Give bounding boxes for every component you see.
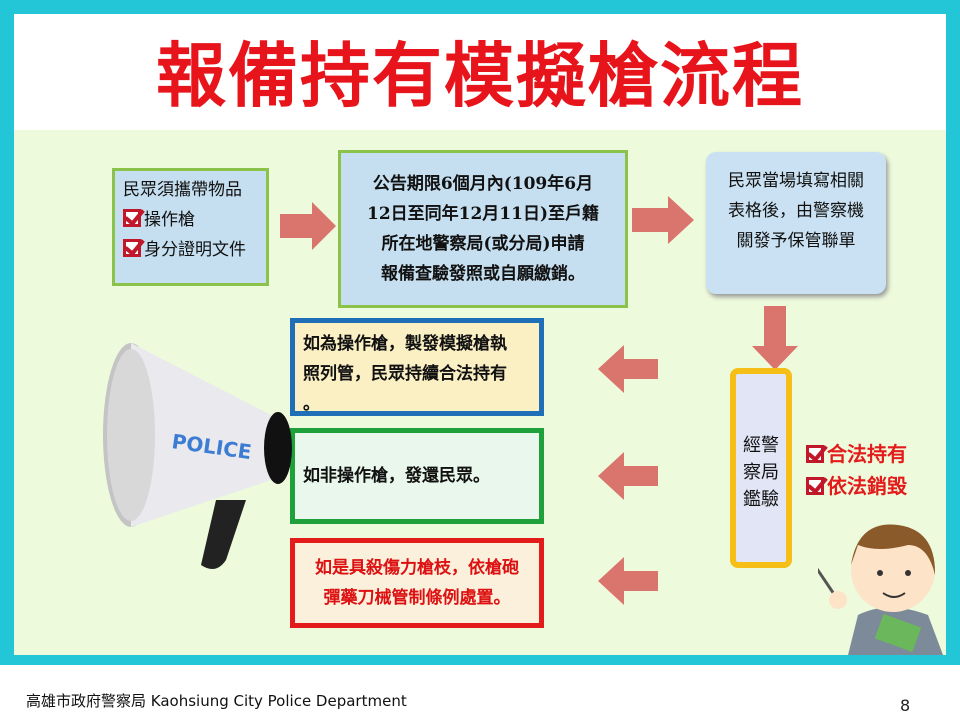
- arrow-left-icon: [598, 452, 658, 500]
- presenter-illustration: [818, 524, 943, 655]
- text-line: 公告期限6個月內(109年6月: [372, 174, 594, 194]
- checkbox-icon: [123, 239, 141, 257]
- text-line: 如非操作槍，發還民眾。: [303, 466, 490, 486]
- receipt-box: 民眾當場填寫相關 表格後，由警察機 關發予保管聯單: [706, 152, 886, 294]
- outcome-non-operating-gun: 如非操作槍，發還民眾。: [290, 428, 544, 524]
- title-bar: 報備持有模擬槍流程: [14, 14, 946, 130]
- text-line: 如為操作槍，製發模擬槍執: [303, 334, 507, 354]
- text-line: 察局: [743, 462, 779, 483]
- text-line: 照列管，民眾持續合法持有: [303, 364, 507, 384]
- text-line: 關發予保管聯單: [736, 231, 856, 251]
- inspection-results: 合法持有 依法銷毀: [806, 438, 907, 502]
- outcome-lethal-gun: 如是具殺傷力槍枝，依槍砲 彈藥刀械管制條例處置。: [290, 538, 544, 628]
- footer-organization: 高雄市政府警察局 Kaohsiung City Police Departmen…: [26, 692, 407, 710]
- text-line: 如是具殺傷力槍枝，依槍砲: [315, 558, 519, 578]
- result-label: 依法銷毀: [827, 474, 907, 498]
- required-items-heading: 民眾須攜帶物品: [123, 180, 242, 200]
- text-line: 彈藥刀械管制條例處置。: [323, 588, 511, 608]
- text-line: 。: [303, 394, 320, 414]
- arrow-down-icon: [752, 306, 798, 370]
- page-number: 8: [900, 696, 911, 715]
- text-line: 報備查驗發照或自願繳銷。: [381, 264, 585, 284]
- result-label: 合法持有: [827, 442, 907, 466]
- item-label: 操作槍: [144, 210, 195, 230]
- application-box: 公告期限6個月內(109年6月 12日至同年12月11日)至戶籍 所在地警察局(…: [338, 150, 628, 308]
- arrow-right-icon: [280, 202, 336, 250]
- arrow-right-icon: [632, 196, 694, 244]
- arrow-left-icon: [598, 557, 658, 605]
- text-line: 經警: [743, 435, 779, 456]
- checkbox-icon: [806, 445, 824, 463]
- required-items-box: 民眾須攜帶物品 操作槍 身分證明文件: [112, 168, 269, 286]
- text-line: 民眾當場填寫相關: [728, 171, 864, 191]
- slide-title: 報備持有模擬槍流程: [156, 35, 804, 117]
- arrow-left-icon: [598, 345, 658, 393]
- text-line: 所在地警察局(或分局)申請: [381, 234, 585, 254]
- megaphone-icon: POLICE: [103, 343, 292, 569]
- checkbox-icon: [123, 209, 141, 227]
- text-line: 表格後，由警察機: [728, 201, 864, 221]
- text-line: 12日至同年12月11日)至戶籍: [366, 204, 599, 224]
- outcome-operating-gun: 如為操作槍，製發模擬槍執 照列管，民眾持續合法持有 。: [290, 318, 544, 416]
- inspection-box: 經警 察局 鑑驗: [730, 368, 792, 568]
- checkbox-icon: [806, 477, 824, 495]
- item-label: 身分證明文件: [144, 240, 246, 260]
- text-line: 鑑驗: [743, 489, 779, 510]
